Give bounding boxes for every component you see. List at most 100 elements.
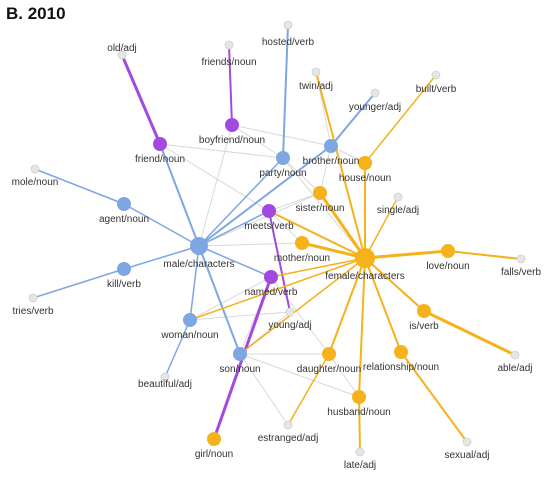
edge-boyfriend-noun-to-party-noun [231,124,284,159]
label-meets-verb: meets/verb [244,221,294,232]
node-friends-noun [224,40,234,50]
edge-friend-noun-to-meets-verb [159,143,270,212]
label-kill-verb: kill/verb [107,279,141,290]
edge-male-characters-to-sister-noun [198,192,321,247]
node-kill-verb [117,262,131,276]
node-single-adj [393,192,403,202]
edge-house-noun-to-built-verb [364,74,437,164]
node-female-characters [355,248,375,268]
edge-male-characters-to-son-noun [198,245,241,355]
node-sexual-adj [462,437,472,447]
edge-daughter-noun-to-husband-noun [328,353,360,398]
node-hosted-verb [283,20,293,30]
edge-mother-noun-to-meets-verb [268,210,303,244]
label-estranged-adj: estranged/adj [258,433,319,444]
label-young-adj: young/adj [268,320,311,331]
edge-brother-noun-to-sister-noun [319,145,332,194]
edge-female-characters-to-is-verb [364,257,425,312]
edge-woman-noun-to-beautiful-adj [164,319,191,378]
edge-brother-noun-to-younger-adj [330,92,376,147]
node-boyfriend-noun [225,118,239,132]
edge-is-verb-to-able-adj [422,309,517,357]
edge-daughter-noun-to-estranged-adj [287,353,330,426]
edge-boyfriend-noun-to-brother-noun [231,124,332,147]
label-falls-verb: falls/verb [501,267,541,278]
edge-male-characters-to-party-noun [198,157,284,247]
node-agent-noun [117,197,131,211]
edge-female-characters-to-woman-noun [189,257,366,321]
edge-female-characters-to-son-noun [239,257,366,355]
node-relationship-noun [394,345,408,359]
label-house-noun: house/noun [339,173,391,184]
node-love-noun [441,244,455,258]
edge-male-characters-to-named-verb [198,245,272,278]
node-beautiful-adj [160,372,170,382]
nodes-layer [28,20,526,457]
panel-title: B. 2010 [6,4,66,23]
label-sister-noun: sister/noun [296,203,345,214]
edge-meets-verb-to-sister-noun [268,192,321,212]
edge-female-characters-to-twin-adj [315,71,366,259]
edge-female-characters-to-relationship-noun [364,257,402,353]
label-girl-noun: girl/noun [195,449,233,460]
edge-party-noun-to-hosted-verb [282,24,289,159]
node-falls-verb [516,254,526,264]
label-named-verb: named/verb [245,287,298,298]
edge-party-noun-to-sister-noun [282,157,321,194]
edge-male-characters-to-meets-verb [198,210,270,247]
edge-boyfriend-noun-to-friends-noun [228,44,233,126]
label-single-adj: single/adj [377,205,419,216]
node-able-adj [510,350,520,360]
label-son-noun: son/noun [219,364,260,375]
node-twin-adj [311,67,321,77]
label-woman-noun: woman/noun [160,330,218,341]
node-is-verb [417,304,431,318]
label-mole-noun: mole/noun [12,177,59,188]
label-husband-noun: husband/noun [327,407,390,418]
edge-love-noun-to-falls-verb [447,250,522,260]
node-young-adj [285,307,295,317]
label-late-adj: late/adj [344,460,376,471]
label-is-verb: is/verb [409,321,439,332]
edge-son-noun-to-husband-noun [239,353,360,398]
node-friend-noun [153,137,167,151]
label-beautiful-adj: beautiful/adj [138,379,192,390]
edge-female-characters-to-love-noun [363,249,450,260]
label-sexual-adj: sexual/adj [444,450,489,461]
edge-woman-noun-to-young-adj [189,311,291,321]
label-friend-noun: friend/noun [135,154,185,165]
edge-woman-noun-to-named-verb [189,276,272,321]
edge-female-characters-to-named-verb [270,257,366,278]
label-built-verb: built/verb [416,84,457,95]
edge-male-characters-to-brother-noun [198,145,332,247]
label-boyfriend-noun: boyfriend/noun [199,135,265,146]
edge-friend-noun-to-male-characters [159,143,200,247]
node-mole-noun [30,164,40,174]
label-mother-noun: mother/noun [274,253,330,264]
node-old-adj [117,50,127,60]
node-meets-verb [262,204,276,218]
edge-husband-noun-to-late-adj [358,396,361,453]
label-old-adj: old/adj [107,43,136,54]
node-estranged-adj [283,420,293,430]
edge-female-characters-to-husband-noun [358,257,366,398]
edge-son-noun-to-estranged-adj [239,353,289,426]
edge-male-characters-to-agent-noun [123,203,200,247]
label-love-noun: love/noun [426,261,469,272]
edge-kill-verb-to-tries-verb [32,268,125,299]
edge-male-characters-to-kill-verb [123,245,200,270]
node-son-noun [233,347,247,361]
node-husband-noun [352,390,366,404]
edge-male-characters-to-boyfriend-noun [198,124,233,247]
label-relationship-noun: relationship/noun [363,362,439,373]
label-friends-noun: friends/noun [201,57,256,68]
label-able-adj: able/adj [497,363,532,374]
node-house-noun [358,156,372,170]
edge-female-characters-to-single-adj [364,196,399,259]
edges-layer [32,24,522,453]
node-younger-adj [370,88,380,98]
label-brother-noun: brother/noun [303,156,360,167]
edge-female-characters-to-meets-verb [268,210,366,259]
label-male-characters: male/characters [163,259,234,270]
